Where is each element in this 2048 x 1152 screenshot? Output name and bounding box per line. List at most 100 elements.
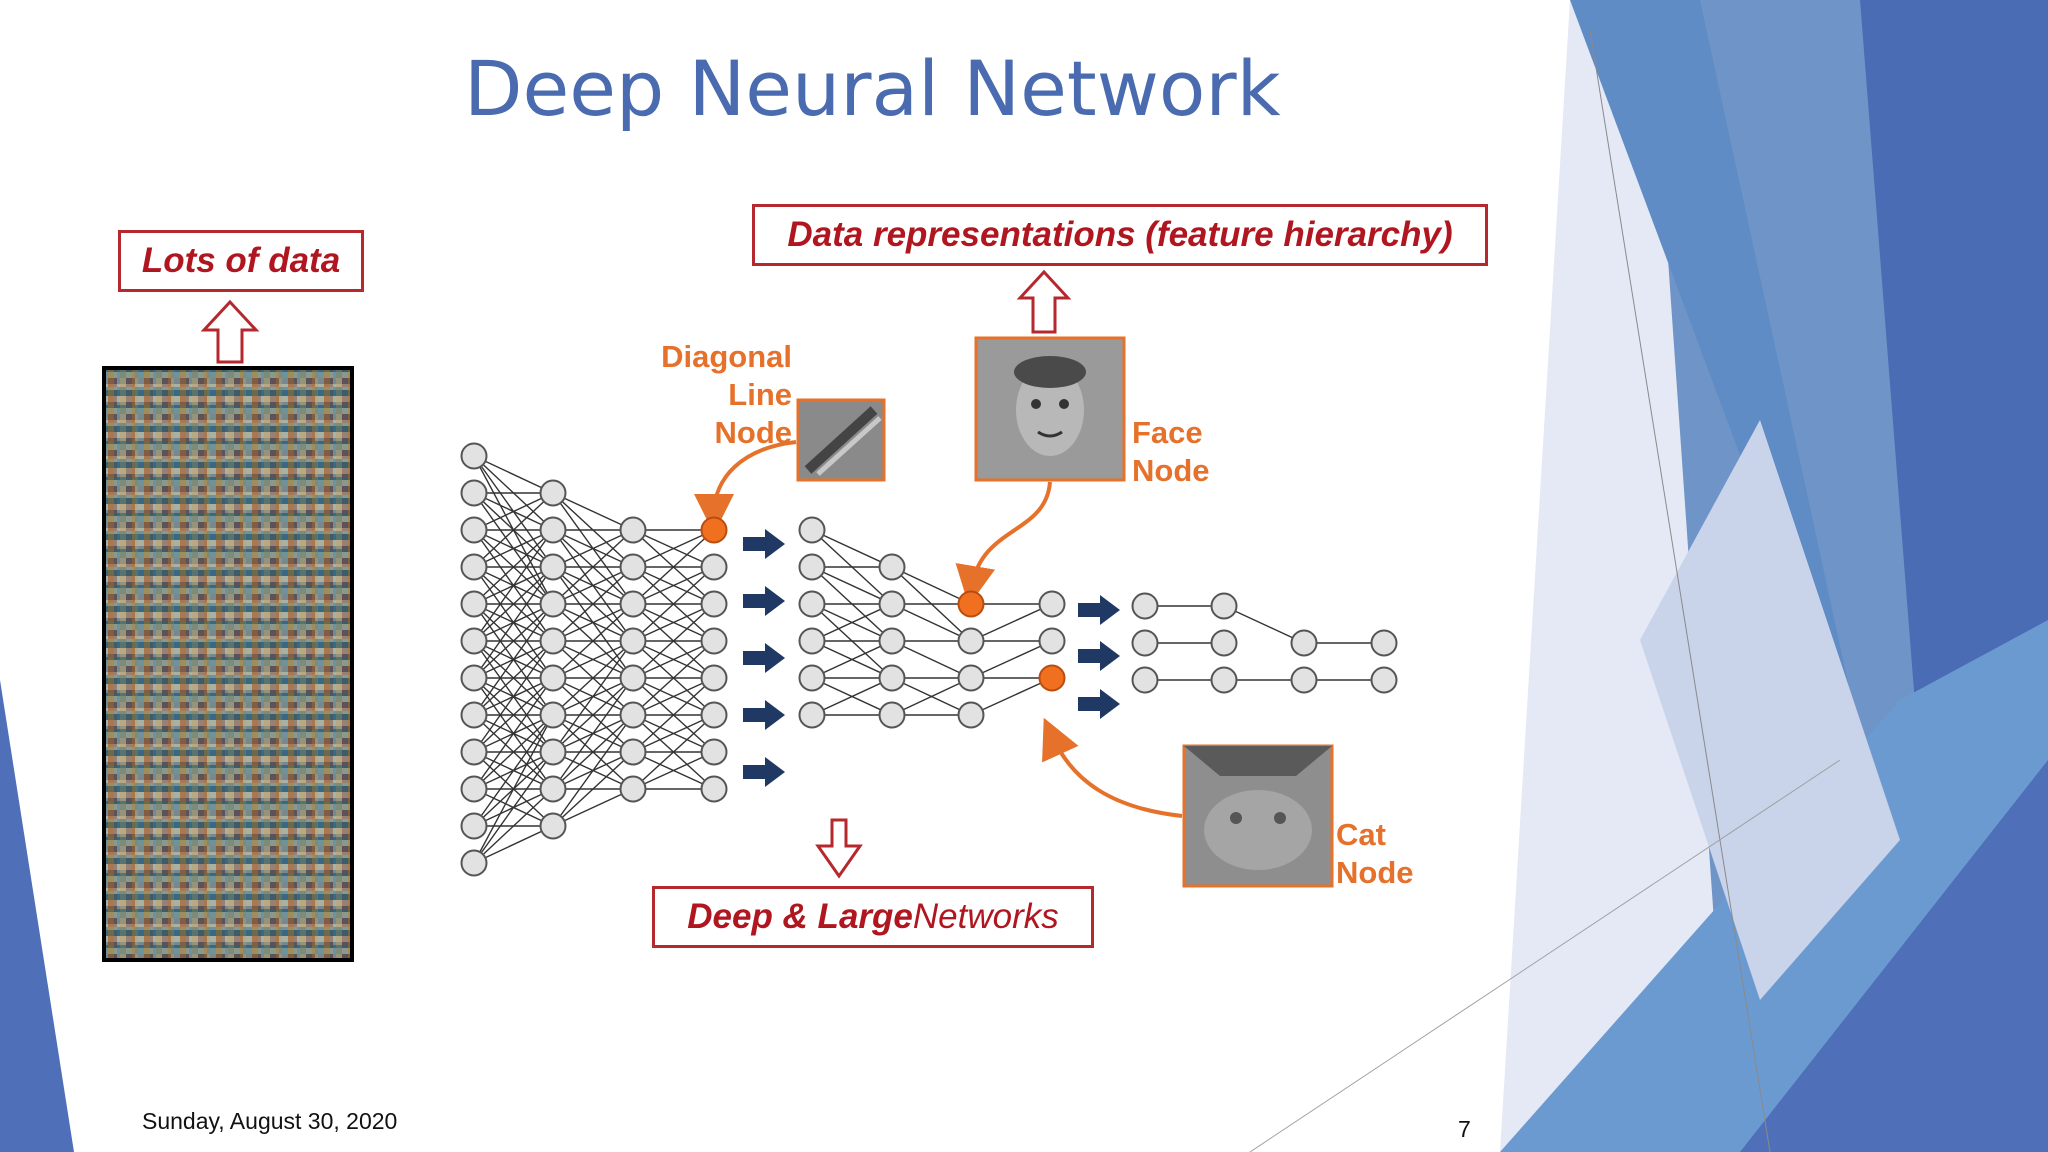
deco-right-bottom-wedge-dark bbox=[1740, 760, 2048, 1152]
diagonal-node-connector bbox=[694, 440, 797, 534]
deep-large-networks-box: Deep & Large Networks bbox=[652, 886, 1094, 948]
network-node bbox=[1290, 629, 1318, 657]
network-edge bbox=[632, 603, 715, 679]
network-node bbox=[1131, 666, 1159, 694]
face-node-connector bbox=[955, 481, 1052, 606]
network-node bbox=[957, 664, 985, 692]
cat-node-label: Cat Node bbox=[1336, 816, 1414, 892]
network-edge bbox=[632, 677, 715, 716]
network-edge bbox=[473, 566, 554, 679]
network-node bbox=[798, 701, 826, 729]
network-node bbox=[1038, 627, 1066, 655]
slide-date: Sunday, August 30, 2020 bbox=[142, 1108, 398, 1134]
network-node bbox=[619, 775, 647, 803]
network-edge bbox=[473, 825, 554, 864]
network-edge bbox=[473, 492, 554, 531]
face-label-line-1: Face bbox=[1132, 415, 1203, 450]
network-node bbox=[539, 479, 567, 507]
network-edge bbox=[811, 603, 893, 642]
network-node bbox=[460, 775, 488, 803]
network-node bbox=[798, 664, 826, 692]
network-node bbox=[1131, 629, 1159, 657]
network-node bbox=[878, 627, 906, 655]
network-edge bbox=[632, 714, 715, 753]
network-node bbox=[460, 442, 488, 470]
slide-page-number: 7 bbox=[1458, 1116, 1471, 1142]
network-node bbox=[798, 590, 826, 618]
network-node bbox=[460, 664, 488, 692]
lots-of-data-arrow-icon bbox=[200, 299, 260, 364]
network-node bbox=[1370, 629, 1398, 657]
network-edge bbox=[632, 566, 715, 642]
network-node bbox=[539, 701, 567, 729]
network-node bbox=[619, 553, 647, 581]
network-node bbox=[539, 664, 567, 692]
network-edge bbox=[473, 529, 554, 605]
cat-label-line-2: Node bbox=[1336, 855, 1414, 890]
network-edge bbox=[632, 529, 715, 605]
network-node bbox=[700, 627, 728, 655]
network-node bbox=[798, 553, 826, 581]
network-edge bbox=[632, 640, 715, 716]
network-edge bbox=[552, 640, 634, 716]
network-edge bbox=[473, 751, 554, 864]
network-node bbox=[539, 516, 567, 544]
network-node bbox=[700, 664, 728, 692]
network-node bbox=[700, 775, 728, 803]
network-edge bbox=[473, 640, 554, 716]
network-edge bbox=[473, 714, 554, 790]
deco-right-light-wedge bbox=[1640, 420, 1900, 1000]
network-edge bbox=[552, 566, 634, 605]
diagonal-line-thumbnail bbox=[796, 398, 886, 482]
slide-title: Deep Neural Network bbox=[464, 44, 1281, 133]
network-edge bbox=[473, 714, 554, 827]
network-node bbox=[1038, 590, 1066, 618]
diagonal-label-line-3: Node bbox=[714, 415, 793, 450]
network-edge bbox=[811, 677, 893, 716]
network-node bbox=[1370, 666, 1398, 694]
network-edge bbox=[552, 492, 634, 531]
highlighted-feature-node bbox=[1038, 664, 1066, 692]
network-node bbox=[700, 590, 728, 618]
image-dataset-mosaic bbox=[102, 366, 354, 962]
network-edge bbox=[970, 677, 1053, 716]
network-edge bbox=[632, 714, 715, 790]
network-node bbox=[539, 812, 567, 840]
network-edge bbox=[632, 640, 715, 679]
face-label-line-2: Node bbox=[1132, 453, 1210, 488]
network-node bbox=[878, 664, 906, 692]
network-edge bbox=[552, 529, 634, 605]
network-nodes bbox=[460, 442, 1398, 877]
network-node bbox=[619, 627, 647, 655]
network-node bbox=[460, 479, 488, 507]
network-edge bbox=[811, 529, 893, 568]
network-node bbox=[1131, 592, 1159, 620]
network-node bbox=[878, 590, 906, 618]
network-node bbox=[460, 553, 488, 581]
network-edge bbox=[970, 603, 1053, 642]
diagonal-line-node-label: Diagonal Line Node bbox=[630, 338, 792, 452]
network-node bbox=[460, 812, 488, 840]
network-node bbox=[539, 627, 567, 655]
network-node bbox=[460, 516, 488, 544]
network-edge bbox=[552, 566, 634, 642]
network-edge bbox=[473, 603, 554, 716]
network-edge bbox=[473, 566, 554, 642]
network-node bbox=[460, 627, 488, 655]
network-edge bbox=[552, 640, 634, 679]
network-edge bbox=[632, 529, 715, 568]
network-edge bbox=[552, 788, 634, 827]
network-node bbox=[1290, 666, 1318, 694]
network-node bbox=[1210, 592, 1238, 620]
network-edge bbox=[473, 529, 554, 642]
flow-arrow-icon bbox=[1078, 641, 1120, 671]
network-node bbox=[700, 701, 728, 729]
cat-thumbnail bbox=[1182, 744, 1334, 888]
flow-arrow-icon bbox=[743, 586, 785, 616]
network-node bbox=[1210, 629, 1238, 657]
network-edge bbox=[1223, 605, 1305, 644]
network-edge bbox=[891, 640, 972, 679]
deep-networks-arrow-icon bbox=[815, 818, 863, 879]
network-edge bbox=[552, 603, 634, 679]
